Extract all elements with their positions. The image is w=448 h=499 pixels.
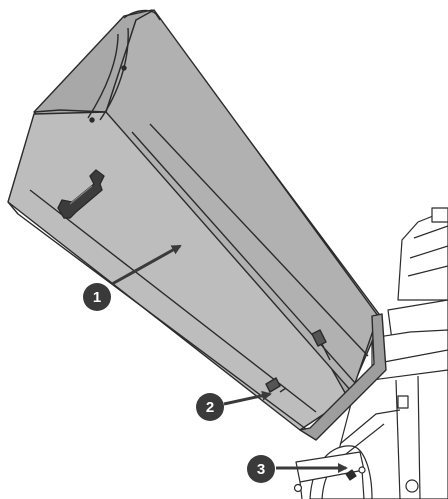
callout-1: 1 xyxy=(83,244,182,311)
callout-3: 3 xyxy=(247,455,348,483)
callout-3-badge xyxy=(247,455,275,483)
engine xyxy=(397,211,448,301)
mount-bolt xyxy=(265,377,281,393)
callout-1-label: 1 xyxy=(93,289,101,306)
chute-side-panel xyxy=(105,9,379,393)
chute-flange xyxy=(299,313,387,441)
callout-1-arrow xyxy=(111,244,182,286)
discharge-chute xyxy=(7,9,387,441)
callout-3-label: 3 xyxy=(257,461,265,478)
chute-rim xyxy=(33,9,161,113)
machine-body xyxy=(293,207,448,499)
callout-2-arrow xyxy=(223,390,272,406)
callout-2-label: 2 xyxy=(206,399,214,416)
flange-bolt xyxy=(311,329,327,347)
callout-1-badge xyxy=(83,283,111,311)
callout-2: 2 xyxy=(196,390,272,421)
callout-2-badge xyxy=(196,393,224,421)
